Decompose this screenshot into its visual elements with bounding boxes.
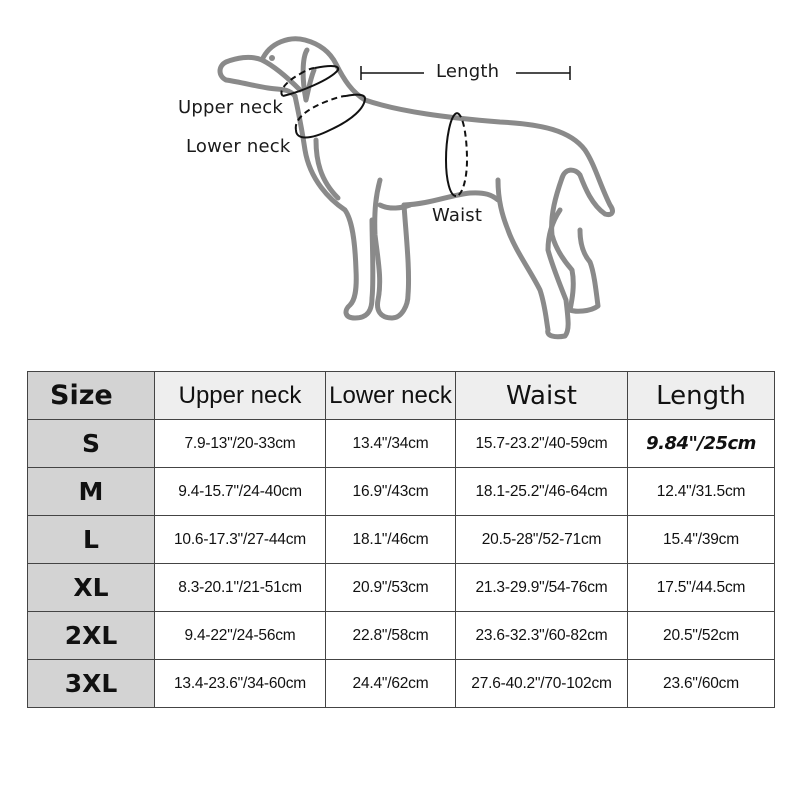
header-waist: Waist xyxy=(455,371,628,420)
label-upper-neck: Upper neck xyxy=(178,97,284,118)
header-length: Length xyxy=(627,371,775,420)
dog-outline-icon xyxy=(217,36,615,340)
table-row: XL 8.3-20.1"/21-51cm 20.9"/53cm 21.3-29.… xyxy=(27,563,775,612)
dog-measurement-diagram: Upper neck Lower neck Length Waist xyxy=(0,0,800,360)
upper-neck-cell: 9.4-22"/24-56cm xyxy=(154,611,326,660)
upper-neck-cell: 9.4-15.7"/24-40cm xyxy=(154,467,326,516)
length-cell: 12.4"/31.5cm xyxy=(627,467,775,516)
header-lower-neck: Lower neck xyxy=(325,371,456,420)
upper-neck-cell: 8.3-20.1"/21-51cm xyxy=(154,563,326,612)
size-cell: XL xyxy=(27,563,155,612)
header-upper-neck: Upper neck xyxy=(154,371,326,420)
table-row: 3XL 13.4-23.6"/34-60cm 24.4"/62cm 27.6-4… xyxy=(27,659,775,708)
size-chart-table: Size Upper neck Lower neck Waist Length … xyxy=(27,371,775,708)
lower-neck-cell: 24.4"/62cm xyxy=(325,659,456,708)
length-cell: 20.5"/52cm xyxy=(627,611,775,660)
size-cell: M xyxy=(27,467,155,516)
lower-neck-cell: 18.1"/46cm xyxy=(325,515,456,564)
waist-cell: 18.1-25.2"/46-64cm xyxy=(455,467,628,516)
upper-neck-cell: 13.4-23.6"/34-60cm xyxy=(154,659,326,708)
lower-neck-cell: 20.9"/53cm xyxy=(325,563,456,612)
length-cell: 15.4"/39cm xyxy=(627,515,775,564)
waist-cell: 15.7-23.2"/40-59cm xyxy=(455,419,628,468)
waist-cell: 27.6-40.2"/70-102cm xyxy=(455,659,628,708)
table-row: L 10.6-17.3"/27-44cm 18.1"/46cm 20.5-28"… xyxy=(27,515,775,564)
label-waist: Waist xyxy=(432,205,483,226)
length-cell: 9.84"/25cm xyxy=(627,419,775,468)
table-row: 2XL 9.4-22"/24-56cm 22.8"/58cm 23.6-32.3… xyxy=(27,611,775,660)
lower-neck-cell: 13.4"/34cm xyxy=(325,419,456,468)
lower-neck-cell: 22.8"/58cm xyxy=(325,611,456,660)
table-row: M 9.4-15.7"/24-40cm 16.9"/43cm 18.1-25.2… xyxy=(27,467,775,516)
dog-eye-icon xyxy=(269,55,275,61)
length-cell: 23.6"/60cm xyxy=(627,659,775,708)
table-row: S 7.9-13"/20-33cm 13.4"/34cm 15.7-23.2"/… xyxy=(27,419,775,468)
waist-cell: 21.3-29.9"/54-76cm xyxy=(455,563,628,612)
table-header-row: Size Upper neck Lower neck Waist Length xyxy=(27,371,775,420)
label-length: Length xyxy=(436,61,500,82)
upper-neck-cell: 10.6-17.3"/27-44cm xyxy=(154,515,326,564)
size-cell: S xyxy=(27,419,155,468)
waist-cell: 23.6-32.3"/60-82cm xyxy=(455,611,628,660)
size-cell: 3XL xyxy=(27,659,155,708)
length-cell: 17.5"/44.5cm xyxy=(627,563,775,612)
header-size: Size xyxy=(27,371,155,420)
size-cell: 2XL xyxy=(27,611,155,660)
lower-neck-cell: 16.9"/43cm xyxy=(325,467,456,516)
upper-neck-cell: 7.9-13"/20-33cm xyxy=(154,419,326,468)
size-cell: L xyxy=(27,515,155,564)
waist-cell: 20.5-28"/52-71cm xyxy=(455,515,628,564)
label-lower-neck: Lower neck xyxy=(186,136,291,157)
